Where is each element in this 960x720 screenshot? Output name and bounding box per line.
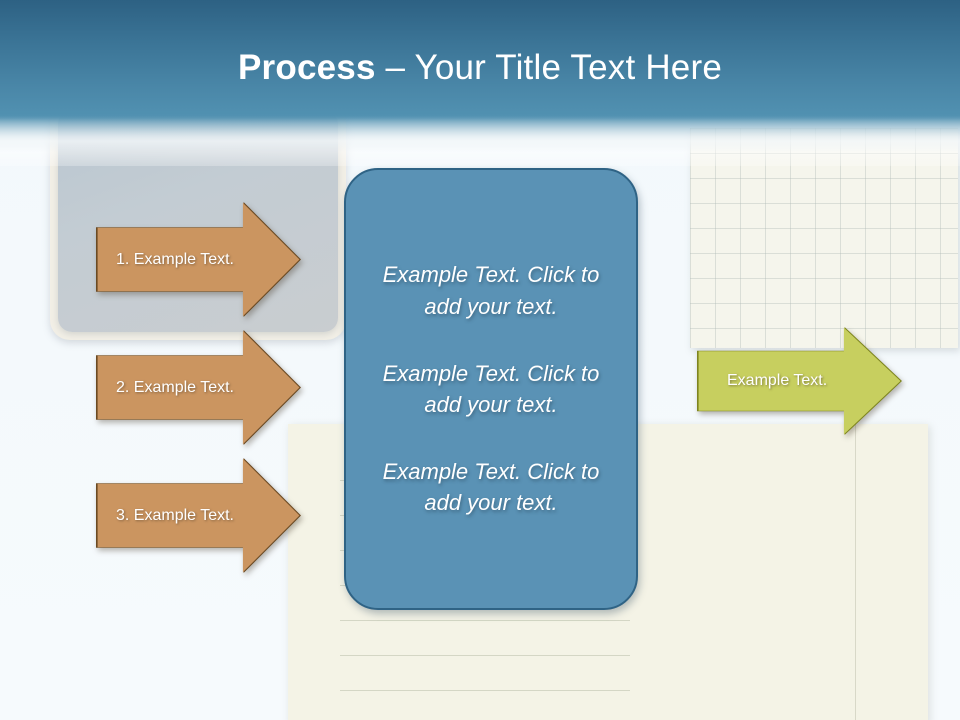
content-paragraph-3: Example Text. Click to add your text.	[382, 459, 600, 516]
page-title: Process – Your Title Text Here	[0, 48, 960, 88]
content-placeholder-box[interactable]: Example Text. Click to add your text. Ex…	[344, 168, 638, 610]
content-paragraph-1: Example Text. Click to add your text.	[382, 262, 600, 319]
paper-seam	[855, 424, 856, 720]
process-outcome-arrow[interactable]: Example Text.	[697, 327, 902, 435]
process-outcome-label: Example Text.	[727, 372, 828, 389]
process-step-label-1: 1. Example Text.	[116, 250, 234, 268]
process-step-label-3: 3. Example Text.	[116, 506, 234, 524]
paper-rule	[340, 620, 630, 621]
content-paragraph-2: Example Text. Click to add your text.	[382, 360, 600, 417]
process-step-label-2: 2. Example Text.	[116, 378, 234, 396]
paper-rule	[340, 690, 630, 691]
process-step-arrow-2[interactable]: 2. Example Text.	[96, 330, 301, 445]
header-fade-overlay	[0, 118, 960, 166]
paper-rule	[340, 655, 630, 656]
process-step-arrow-3[interactable]: 3. Example Text.	[96, 458, 301, 573]
page-title-strong: Process	[238, 48, 386, 87]
page-title-light: – Your Title Text Here	[385, 48, 722, 87]
process-step-arrow-1[interactable]: 1. Example Text.	[96, 202, 301, 317]
